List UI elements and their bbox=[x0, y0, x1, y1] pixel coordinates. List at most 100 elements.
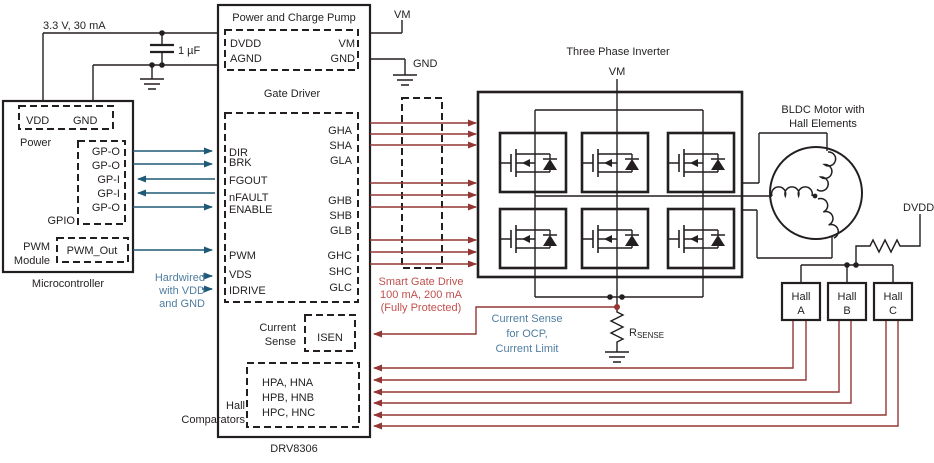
current-sense-label2: Sense bbox=[265, 336, 296, 348]
pin-shb: SHB bbox=[329, 210, 352, 222]
hall-c-minus-wire bbox=[373, 321, 899, 430]
mcu-power-box bbox=[18, 105, 114, 130]
inverter-vm-label: VM bbox=[609, 66, 626, 78]
pin-idrive: IDRIVE bbox=[229, 285, 266, 297]
isen-box bbox=[304, 314, 356, 352]
low-side-source-bus bbox=[534, 268, 704, 298]
current-sense-note-2: for OCP, bbox=[506, 328, 547, 340]
ground-icon bbox=[392, 74, 418, 86]
mcu-pin-gpo2: GP-O bbox=[92, 160, 121, 172]
hall-b-minus-wire bbox=[373, 321, 852, 407]
vm-rail-label: VM bbox=[394, 9, 411, 21]
mosfet-icon bbox=[498, 207, 568, 270]
gate-driver-title: Gate Driver bbox=[264, 88, 321, 100]
pin-glb: GLB bbox=[330, 225, 352, 237]
vm-gnd-rails: VM GND bbox=[370, 9, 438, 86]
motor-icon bbox=[769, 146, 863, 240]
mcu-pin-gpi2: GP-I bbox=[97, 188, 120, 200]
pin-enable: ENABLE bbox=[229, 204, 272, 216]
mcu-pwm-label2: Module bbox=[14, 255, 50, 267]
smart-gate-note-1: Smart Gate Drive bbox=[379, 276, 464, 288]
rsense-label: RSENSE bbox=[629, 327, 664, 340]
rsense-label-prefix: R bbox=[629, 327, 637, 339]
hall-comparators-label1: Hall bbox=[226, 400, 245, 412]
junction-dot bbox=[607, 294, 613, 300]
hall-c-block bbox=[872, 281, 914, 322]
pin-dvdd: DVDD bbox=[230, 38, 261, 50]
drv8306-block: Power and Charge Pump DVDD AGND VM GND G… bbox=[181, 3, 372, 455]
pins-hpa-hna: HPA, HNA bbox=[262, 377, 314, 389]
mosfet-icon bbox=[666, 207, 736, 270]
pin-pwm: PWM bbox=[229, 250, 256, 262]
junction-dot bbox=[159, 30, 165, 36]
hall-b-label2: B bbox=[843, 305, 850, 317]
capacitor-label: 1 µF bbox=[178, 45, 201, 57]
pin-gnd: GND bbox=[331, 53, 356, 65]
dvdd-label: DVDD bbox=[903, 202, 934, 214]
mosfet-icon bbox=[580, 207, 650, 270]
hall-a-block bbox=[780, 281, 822, 322]
mcu-pin-pwmout: PWM_Out bbox=[67, 245, 118, 257]
capacitor-icon bbox=[150, 43, 174, 54]
rsense-branch: RSENSE Current Sense for OCP, Current Li… bbox=[373, 297, 664, 363]
hall-b-plus-wire bbox=[373, 321, 840, 396]
drv8306-title: DRV8306 bbox=[270, 443, 318, 455]
motor-coil-bottom bbox=[817, 197, 839, 239]
mcu-pin-gpo1: GP-O bbox=[92, 146, 121, 158]
pin-ghc: GHC bbox=[328, 250, 353, 262]
mcu-pin-gpi1: GP-I bbox=[97, 174, 120, 186]
microcontroller-outline bbox=[1, 99, 135, 274]
mosfet-icon bbox=[498, 131, 568, 194]
junction-dot bbox=[619, 294, 625, 300]
gate-drive-lines: Smart Gate Drive 100 mA, 200 mA (Fully P… bbox=[370, 97, 477, 314]
hall-sensor-group: DVDD Hall A Hall B Hall C bbox=[373, 202, 934, 430]
pins-hpc-hnc: HPC, HNC bbox=[262, 407, 315, 419]
current-sense-note-3: Current Limit bbox=[496, 343, 559, 355]
supply-rail-label: 3.3 V, 30 mA bbox=[43, 20, 106, 32]
pin-gla: GLA bbox=[330, 155, 353, 167]
phase-a-wire bbox=[742, 132, 828, 184]
motor-coil-top bbox=[816, 151, 837, 192]
smart-gate-note-3: (Fully Protected) bbox=[381, 302, 462, 314]
drv8306-outline bbox=[216, 3, 372, 439]
hall-comparators-box bbox=[246, 362, 360, 428]
hall-c-label1: Hall bbox=[884, 291, 903, 303]
mcu-pin-gpo3: GP-O bbox=[92, 202, 121, 214]
pin-shc: SHC bbox=[329, 266, 352, 278]
power-charge-pump-box bbox=[224, 29, 359, 71]
hall-a-plus-wire bbox=[373, 321, 794, 372]
pin-nfault: nFAULT bbox=[229, 192, 269, 204]
phase-c-wire bbox=[742, 209, 833, 259]
bldc-motor: BLDC Motor with Hall Elements bbox=[769, 104, 865, 240]
pin-brk: BRK bbox=[229, 157, 252, 169]
gnd-rail-wire bbox=[370, 58, 406, 75]
mcu-drv-signals: Hardwired with VDD and GND bbox=[133, 147, 215, 310]
current-sense-note-1: Current Sense bbox=[492, 313, 563, 325]
mcu-power-label: Power bbox=[20, 137, 52, 149]
supply-rail: 3.3 V, 30 mA 1 µF bbox=[42, 20, 218, 101]
supply-wires bbox=[42, 32, 218, 101]
motor-coil-left bbox=[770, 186, 813, 199]
hall-a-label2: A bbox=[797, 305, 805, 317]
pin-fgout: FGOUT bbox=[229, 175, 268, 187]
microcontroller-title: Microcontroller bbox=[32, 278, 104, 290]
inverter-outline bbox=[476, 90, 744, 279]
hall-b-label1: Hall bbox=[838, 291, 857, 303]
gate-driver-box bbox=[224, 112, 359, 303]
microcontroller-block: VDD GND Power GP-O GP-O GP-I GP-I GP-O G… bbox=[1, 99, 135, 290]
vm-rail-wire bbox=[370, 20, 403, 34]
hall-a-minus-wire bbox=[373, 321, 807, 384]
pin-ghb: GHB bbox=[328, 195, 352, 207]
hardwired-note-3: and GND bbox=[159, 298, 205, 310]
pin-isen: ISEN bbox=[317, 332, 343, 344]
rsense-resistor-icon bbox=[609, 297, 625, 352]
rsense-label-subscript: SENSE bbox=[637, 331, 664, 340]
mosfet-icon bbox=[580, 131, 650, 194]
ground-icon bbox=[139, 78, 165, 90]
mcu-pin-vdd: VDD bbox=[26, 115, 49, 127]
mcu-pin-gnd: GND bbox=[73, 115, 98, 127]
inverter-vm-bus bbox=[534, 79, 704, 133]
mosfet-icon bbox=[666, 131, 736, 194]
